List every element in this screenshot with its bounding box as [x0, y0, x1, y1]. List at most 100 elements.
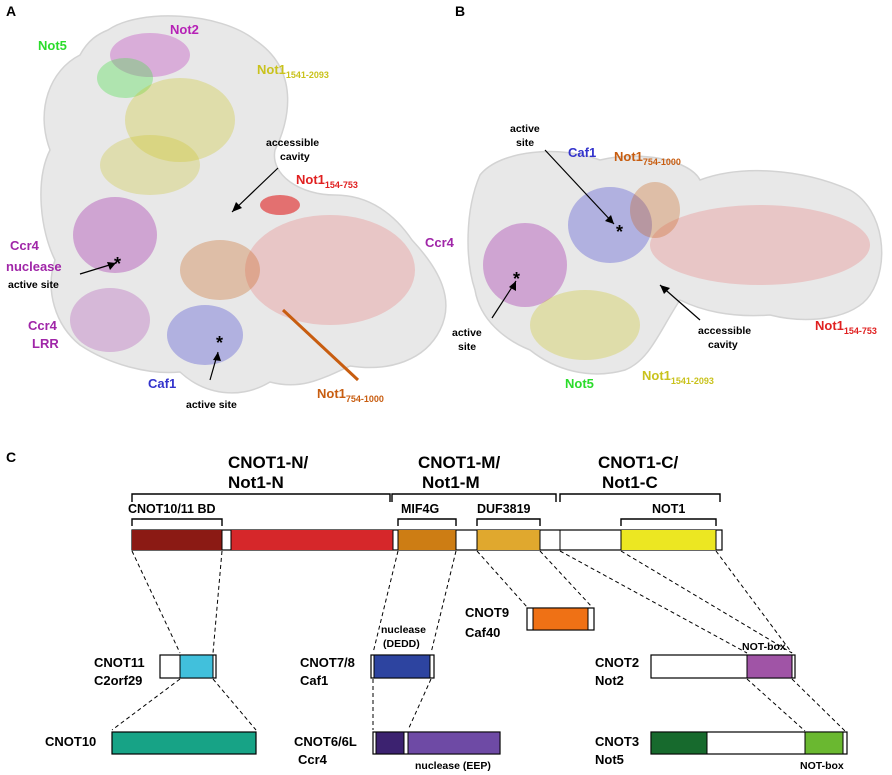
panel-b-ccr4-label: Ccr4: [425, 235, 455, 250]
cnot6-domain-eep: [407, 731, 501, 755]
panel-b-not1c-structure: [530, 290, 640, 360]
connector-cnot2-left: [559, 550, 748, 654]
panel-a-not2-label: Not2: [170, 22, 199, 37]
connector-cnot9-right: [539, 550, 593, 608]
connector-cnot2-right: [620, 550, 793, 654]
region-c-bracket: [559, 493, 721, 502]
connector-cnot7-left: [372, 550, 399, 654]
panel-b-active-label-2: active: [452, 327, 482, 339]
region-c-title-1: CNOT1-C/: [598, 453, 679, 472]
cnot3-not-box: [804, 731, 844, 755]
cnot11-label-2: C2orf29: [94, 673, 142, 688]
panel-a-not1n-structure: [245, 195, 415, 325]
nuclease-dedd-label-1: nuclease: [381, 624, 426, 636]
panel-b-letter: B: [455, 3, 465, 19]
panel-b-caf1-asterisk: *: [616, 222, 623, 242]
panel-a-ccr4-label: Ccr4: [10, 238, 40, 253]
nuclease-dedd-label-2: (DEDD): [383, 638, 420, 650]
panel-b-site-label-1: site: [516, 137, 534, 149]
panel-a-letter: A: [6, 3, 16, 19]
panel-a-nuclease-label: nuclease: [6, 259, 62, 274]
connector-cnot7-right: [430, 550, 457, 654]
panel-b-not1c-label: Not11541-2093: [642, 368, 714, 386]
panel-b-ccr4-structure: [483, 223, 567, 307]
region-m-title-1: CNOT1-M/: [418, 453, 500, 472]
connector-cnot10-left: [111, 678, 181, 731]
panel-a-not2-structure: [97, 33, 190, 98]
panel-a-caf1-label: Caf1: [148, 376, 176, 391]
region-m-title-2: Not1-M: [422, 473, 480, 492]
panel-a-cavity-arrowhead: [232, 202, 242, 212]
cnot9-label-1: CNOT9: [465, 605, 509, 620]
cnot7-domain: [373, 654, 431, 679]
cnot1-domain-mif4g: [398, 530, 456, 550]
connector-cnot9-left: [476, 550, 528, 608]
panel-b-not1m-label: Not1754-1000: [614, 149, 681, 167]
connector-cnot3-left: [746, 678, 806, 732]
panel-a-caf1-asterisk: *: [216, 333, 223, 353]
panel-b-not1n-structure: [650, 205, 870, 285]
domain-duf3819-label: DUF3819: [477, 502, 531, 516]
panel-b-caf1-structure: [568, 187, 652, 263]
region-n-title-2: Not1-N: [228, 473, 284, 492]
cnot1-domain-cnot10-11: [132, 530, 222, 550]
cnot3-label-1: CNOT3: [595, 734, 639, 749]
panel-a-caf1-structure: [167, 305, 243, 365]
region-c-title-2: Not1-C: [602, 473, 658, 492]
domain-not1-label: NOT1: [652, 502, 685, 516]
panel-a-caf1-active-arrowhead: [213, 352, 221, 361]
panel-b-not5-label: Not5: [565, 376, 594, 391]
domain-cnot10-11-label: CNOT10/11 BD: [128, 502, 216, 516]
panel-a-ccr4-asterisk: *: [114, 254, 121, 274]
panel-c-letter: C: [6, 449, 16, 465]
connector-not1-right: [715, 550, 793, 654]
panel-b-accessible-label: accessible: [698, 325, 751, 337]
domain-mif4g-label: MIF4G: [401, 502, 439, 516]
connector-cnot11-right: [212, 550, 223, 654]
cnot6-label-1: CNOT6/6L: [294, 734, 357, 749]
panel-a-ccr4-structure: [70, 197, 157, 352]
region-n-bracket: [131, 493, 391, 502]
cnot9-domain: [532, 607, 589, 631]
domain-duf3819-bracket: [476, 518, 541, 526]
cnot1-domain-n-rest: [231, 530, 393, 550]
region-m-bracket: [391, 493, 557, 502]
cnot1-bar: [131, 529, 723, 551]
panel-b-caf1-active-arrowhead: [605, 215, 614, 224]
panel-a-not1m-structure: [180, 240, 260, 300]
panel-a-ccr4-active-site-label: active site: [8, 279, 59, 291]
panel-b-not1n-label: Not1154-753: [815, 318, 877, 336]
panel-a-cavity-arrow: [231, 167, 279, 213]
cnot6-domain-dark: [375, 731, 405, 755]
panel-a-not1n-label: Not1154-753: [296, 172, 358, 190]
cnot3-not-box-label: NOT-box: [800, 760, 844, 772]
panel-b-site-label-2: site: [458, 341, 476, 353]
panel-b-not1m-structure: [630, 182, 680, 238]
panel-a-not1m-line: [281, 308, 360, 382]
panel-a-envelope: [40, 15, 447, 394]
domain-mif4g-bracket: [397, 518, 457, 526]
panel-b-cavity-label: cavity: [708, 339, 738, 351]
connector-cnot10-right: [212, 678, 257, 731]
panel-a-not1c-label: Not11541-2093: [257, 62, 329, 80]
panel-b-envelope: [467, 150, 883, 375]
panel-a-caf1-active-site-label: active site: [186, 399, 237, 411]
domain-not1-bracket: [620, 518, 717, 526]
cnot2-label-2: Not2: [595, 673, 624, 688]
panel-a-accessible-label: accessible: [266, 137, 319, 149]
connector-cnot3-right: [791, 678, 846, 732]
cnot3-label-2: Not5: [595, 752, 624, 767]
cnot1-domain-not1: [621, 530, 716, 550]
cnot6-label-2: Ccr4: [298, 752, 328, 767]
panel-b: B active site * Caf1 Not1754-1000 Ccr4 *…: [425, 3, 883, 391]
connector-lines: [111, 550, 846, 732]
panel-b-ccr4-asterisk: *: [513, 269, 520, 289]
connector-cnot6-right: [407, 678, 432, 731]
panel-a-ccr4-active-arrowhead: [107, 262, 116, 270]
cnot9-label-2: Caf40: [465, 625, 500, 640]
cnot3-domain-dark: [650, 731, 708, 755]
cnot7-label-2: Caf1: [300, 673, 328, 688]
cnot2-label-1: CNOT2: [595, 655, 639, 670]
cnot2-not-box: [746, 654, 793, 679]
region-n-title-1: CNOT1-N/: [228, 453, 309, 472]
